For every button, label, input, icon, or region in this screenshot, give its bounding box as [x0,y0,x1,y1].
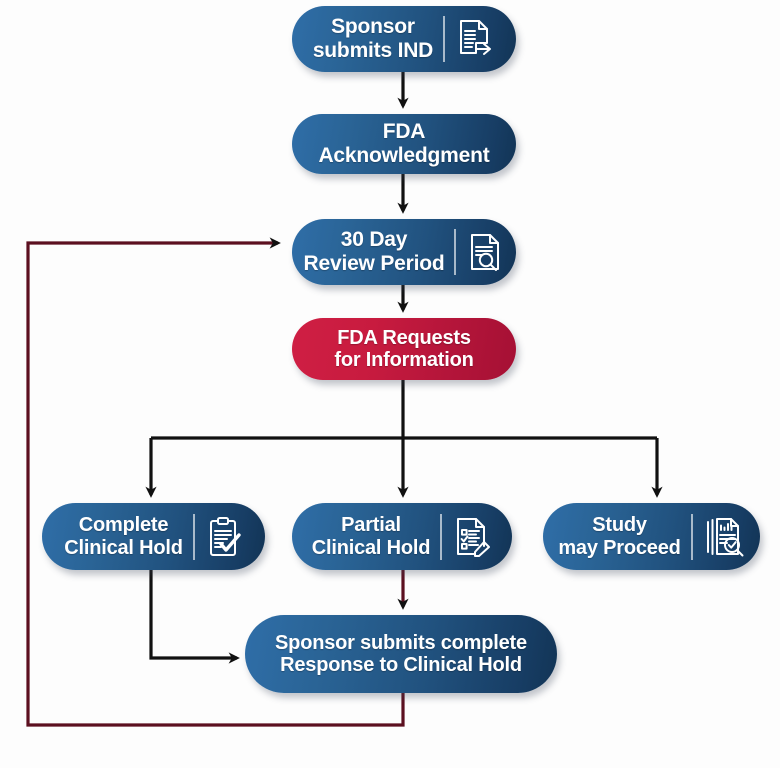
node-label-complete-clinical-hold: Complete Clinical Hold [64,514,183,559]
connector-complete-hold-to-response [149,570,240,664]
node-partial-clinical-hold[interactable]: Partial Clinical Hold [292,503,512,570]
node-label-study-may-proceed: Study may Proceed [558,514,681,559]
node-label-fda-acknowledgment: FDA Acknowledgment [318,120,490,167]
clipboard-check-icon [192,513,243,560]
node-fda-acknowledgment[interactable]: FDA Acknowledgment [292,114,516,174]
node-label-partial-clinical-hold: Partial Clinical Hold [311,514,431,559]
node-label-sponsor-submits-ind: Sponsor submits IND [312,15,434,62]
document-export-icon [443,16,495,62]
document-magnifier-icon [454,229,504,275]
node-fda-requests-for-information[interactable]: FDA Requests for Information [292,318,516,380]
checklist-pencil-icon [440,513,492,560]
node-label-30-day-review-period: 30 Day Review Period [303,228,445,275]
node-label-sponsor-submits-response: Sponsor submits complete Response to Cli… [275,631,527,676]
node-complete-clinical-hold[interactable]: Complete Clinical Hold [42,503,265,570]
node-study-may-proceed[interactable]: Study may Proceed [543,503,760,570]
node-sponsor-submits-ind[interactable]: Sponsor submits IND [292,6,516,72]
node-sponsor-submits-response[interactable]: Sponsor submits complete Response to Cli… [245,615,557,693]
documents-chart-magnifier-icon [690,513,745,560]
node-30-day-review-period[interactable]: 30 Day Review Period [292,219,516,285]
node-label-fda-requests-for-information: FDA Requests for Information [334,326,474,371]
